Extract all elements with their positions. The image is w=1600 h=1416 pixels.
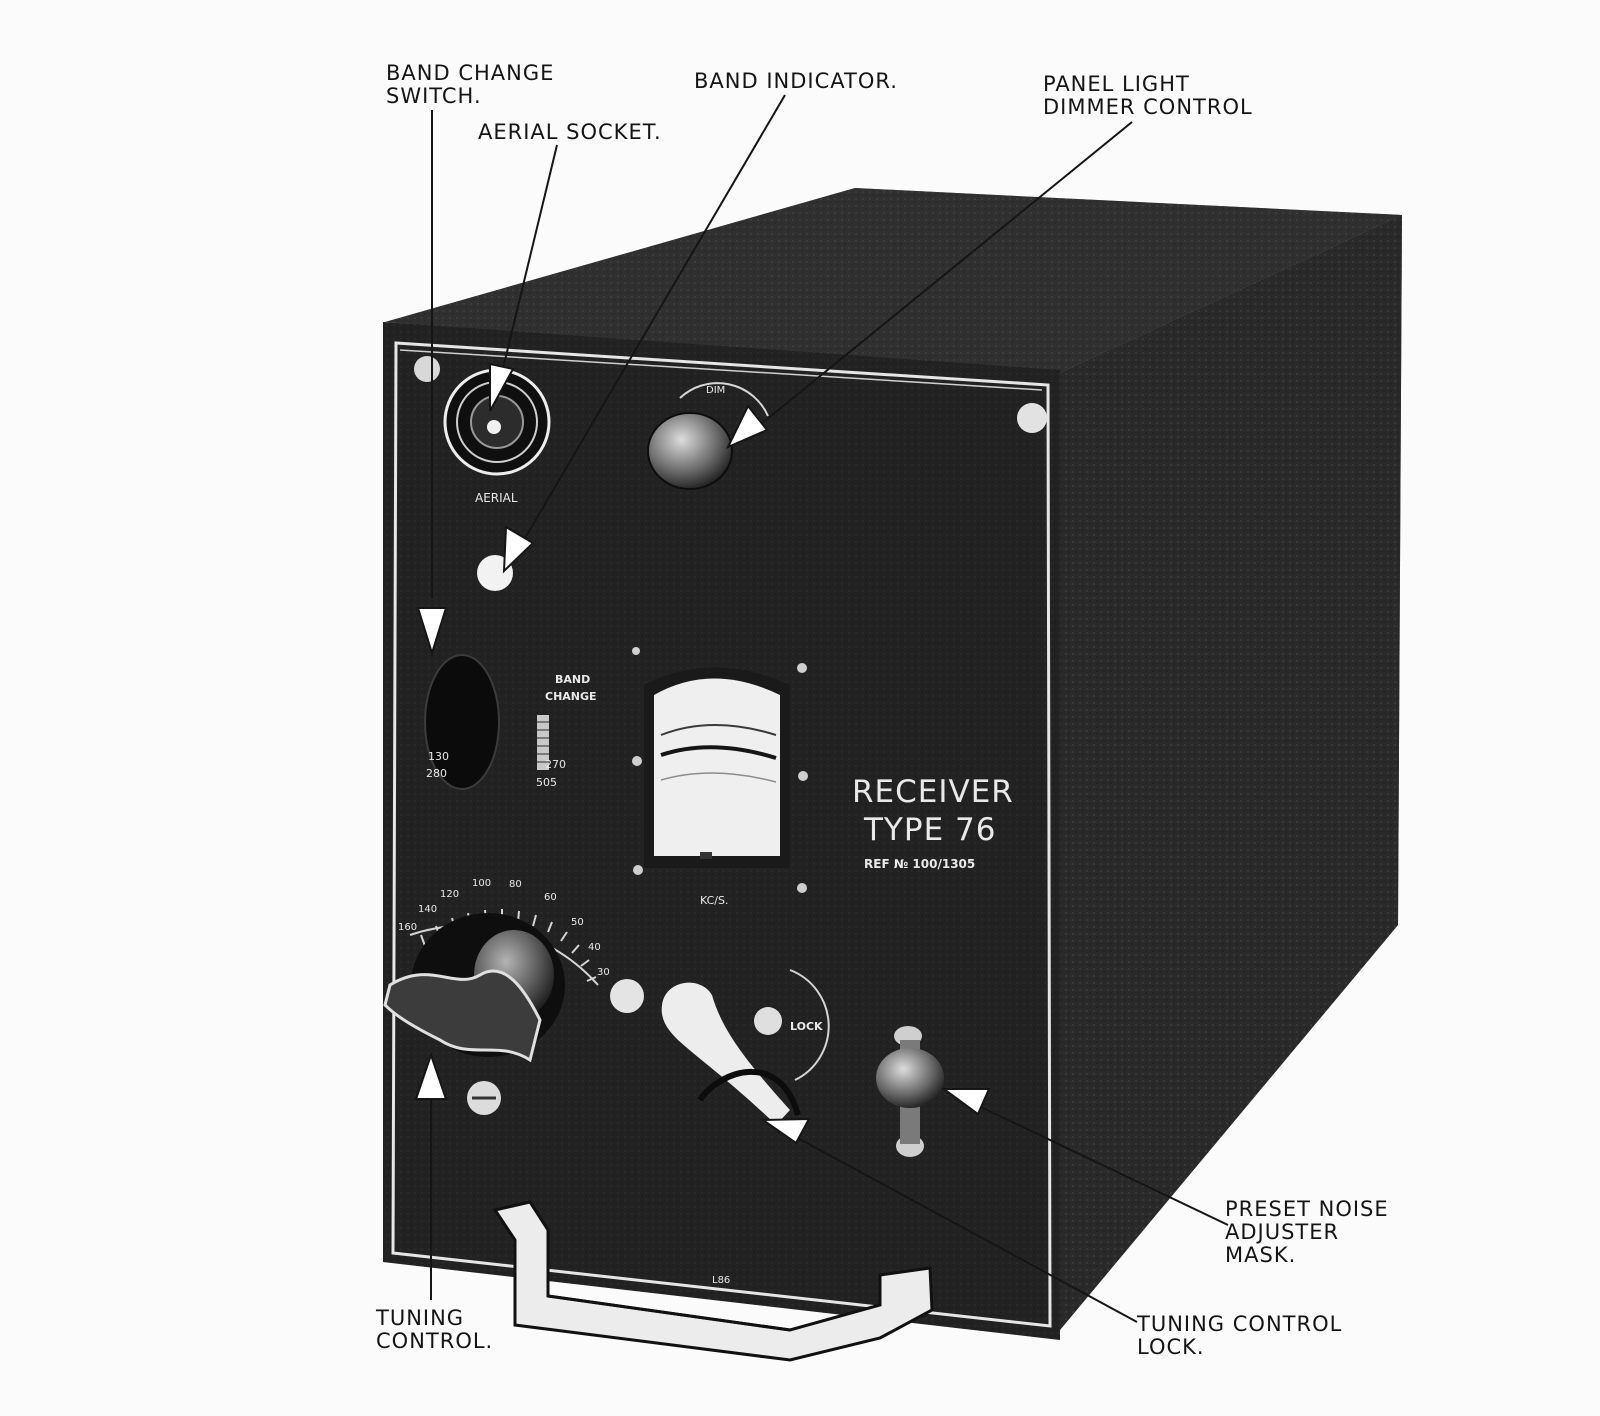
callout-line: BAND INDICATOR.	[694, 69, 898, 93]
dial-tick-label: 50	[571, 917, 584, 928]
dial-tick-label: 80	[509, 879, 522, 890]
lock-label: LOCK	[790, 1020, 823, 1033]
callout-line: BAND CHANGE	[386, 61, 555, 85]
callout-line: MASK.	[1225, 1243, 1297, 1267]
callout-line: PANEL LIGHT	[1043, 72, 1190, 96]
aerial-socket-callout: AERIAL SOCKET.	[478, 121, 662, 144]
arrowhead-aerial	[489, 362, 515, 412]
screw	[414, 356, 440, 382]
receiver-ref: REF № 100/1305	[864, 857, 975, 871]
tuning-lock-lever	[661, 982, 801, 1125]
preset-noise-mask	[876, 1026, 944, 1157]
tuning-lock-callout: TUNING CONTROL LOCK.	[1137, 1313, 1342, 1359]
receiver-type: TYPE 76	[863, 812, 996, 848]
arrowhead-band-switch	[416, 607, 448, 657]
callout-line: LOCK.	[1137, 1335, 1205, 1359]
meter-unit-label: KC/S.	[700, 894, 728, 907]
callout-line: DIMMER CONTROL	[1043, 95, 1253, 119]
arrowhead-tuning	[414, 1051, 448, 1100]
band-meter	[632, 647, 808, 893]
panel-light-dimmer-callout: PANEL LIGHT DIMMER CONTROL	[1043, 73, 1253, 119]
dial-tick-label: 30	[597, 967, 610, 978]
band-indicator-callout: BAND INDICATOR.	[694, 70, 898, 93]
bottom-mark: L86	[712, 1275, 730, 1286]
callout-line: TUNING	[376, 1306, 465, 1330]
arrowhead-lock	[759, 1117, 811, 1145]
carry-handle	[492, 1200, 934, 1362]
dial-scale-labels: 160 140 120 100 80 60 50 40 30	[398, 878, 610, 978]
aerial-label: AERIAL	[475, 491, 518, 505]
callout-line: TUNING CONTROL	[1137, 1312, 1343, 1336]
dial-tick-label: 100	[472, 878, 491, 889]
callout-leaders	[430, 94, 1229, 1323]
dial-tick-label: 40	[588, 942, 601, 953]
callout-line: AERIAL SOCKET.	[478, 120, 662, 144]
screw	[1017, 403, 1047, 433]
band-change-scale	[537, 715, 549, 770]
band-high-1: 270	[545, 758, 566, 771]
dial-tick-label: 160	[398, 922, 417, 933]
callout-line: CONTROL.	[376, 1329, 494, 1353]
band-change-switch-callout: BAND CHANGE SWITCH.	[386, 62, 554, 108]
band-change-window	[424, 654, 500, 790]
band-high-2: 505	[536, 776, 557, 789]
receiver-name: RECEIVER	[852, 774, 1014, 810]
arrowhead-dimmer	[725, 404, 769, 450]
band-high-range: 270 505	[536, 758, 570, 789]
band-low-2: 280	[426, 767, 447, 780]
panel-border	[391, 341, 1052, 1328]
dim-label: DIM	[706, 385, 725, 396]
dial-tick-label: 140	[418, 904, 437, 915]
callout-arrowheads	[414, 362, 991, 1145]
band-change-word-2: CHANGE	[545, 690, 597, 703]
band-low-1: 130	[428, 750, 449, 763]
callout-line: SWITCH.	[386, 84, 482, 108]
arrowhead-noise	[940, 1088, 991, 1116]
tuning-control-callout: TUNING CONTROL.	[376, 1307, 493, 1353]
arrowhead-band-indicator	[502, 525, 535, 574]
preset-noise-callout: PRESET NOISE ADJUSTER MASK.	[1225, 1198, 1389, 1267]
dimmer-knob	[647, 382, 769, 490]
lock-lamp	[754, 1007, 782, 1035]
callout-line: PRESET NOISE	[1225, 1197, 1389, 1221]
dial-tick-label: 120	[440, 889, 459, 900]
band-change-caption: BAND CHANGE	[545, 673, 597, 703]
callout-line: ADJUSTER	[1225, 1220, 1340, 1244]
dial-tick-label: 60	[544, 892, 557, 903]
dial-screw	[610, 979, 644, 1013]
band-low-range: 130 280	[426, 750, 453, 780]
tuning-dial: 160 140 120 100 80 60 50 40 30	[383, 878, 610, 1115]
band-change-word-1: BAND	[555, 673, 590, 686]
